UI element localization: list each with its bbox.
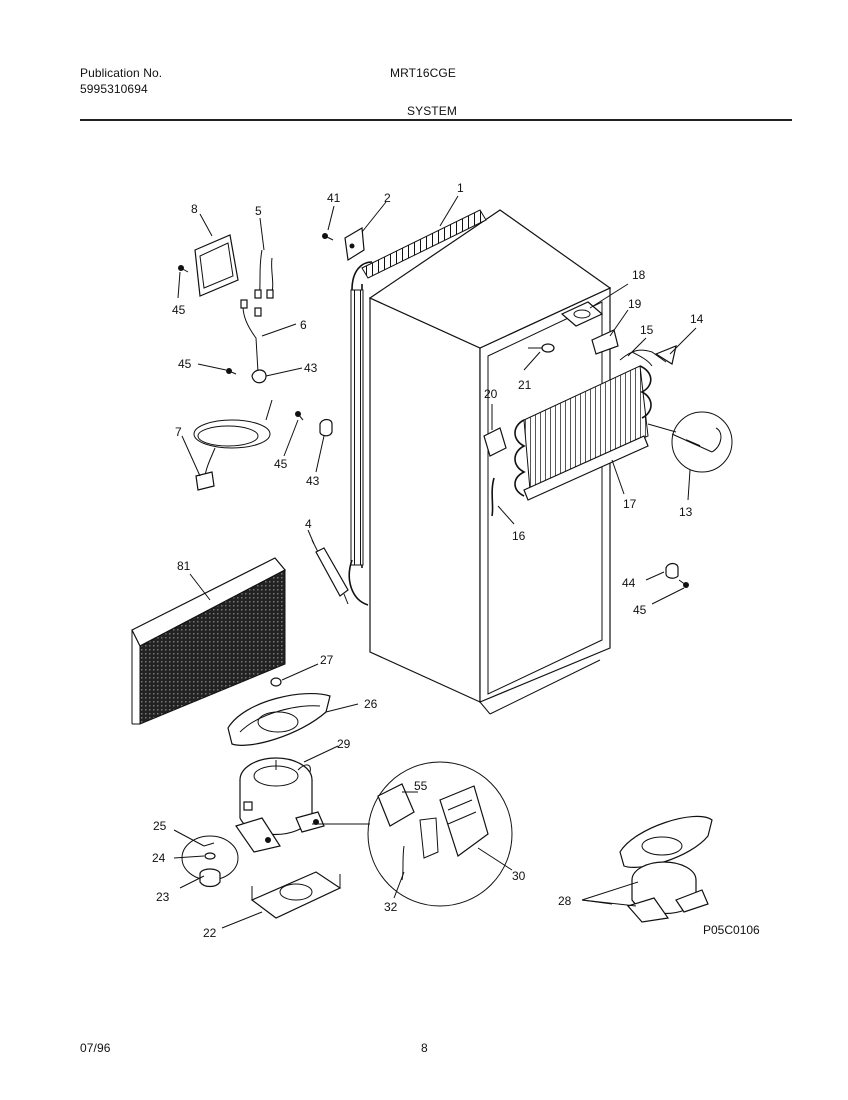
callout-7: 7 <box>175 425 182 439</box>
header-rule <box>80 119 792 121</box>
callout-27: 27 <box>320 653 334 667</box>
callout-21: 21 <box>518 378 532 392</box>
screw-45c <box>295 411 304 421</box>
diagram-code: P05C0106 <box>703 923 760 937</box>
callout-23: 23 <box>156 890 170 904</box>
callout-1: 1 <box>457 181 464 195</box>
grille-panel <box>131 557 286 725</box>
publication-label: Publication No. <box>80 66 163 80</box>
cabinet <box>368 209 612 715</box>
screw-45 <box>178 265 189 273</box>
callout-43: 43 <box>304 361 318 375</box>
compressor-assembly <box>619 815 713 923</box>
callout-43-b: 43 <box>306 474 320 488</box>
leader-lines <box>173 195 697 929</box>
callout-16: 16 <box>512 529 526 543</box>
cover-part <box>194 234 239 297</box>
clip-43 <box>251 369 267 384</box>
clip-44 <box>665 562 679 579</box>
model-number: MRT16CGE <box>390 66 456 80</box>
callout-18: 18 <box>632 268 646 282</box>
callout-81: 81 <box>177 559 191 573</box>
callout-32: 32 <box>384 900 398 914</box>
callout-45-c: 45 <box>274 457 288 471</box>
callout-44: 44 <box>622 576 636 590</box>
relay-inset <box>367 761 513 907</box>
callout-4: 4 <box>305 517 312 531</box>
callout-labels: 1 2 4 5 6 7 8 13 14 15 16 17 18 19 20 21… <box>152 181 760 940</box>
callout-24: 24 <box>152 851 166 865</box>
light-assembly <box>560 301 604 327</box>
grommet-stack <box>181 835 239 888</box>
mounting-base <box>250 871 342 919</box>
callout-13: 13 <box>679 505 693 519</box>
control-block <box>483 427 507 457</box>
footer-date: 07/96 <box>80 1041 111 1055</box>
callout-45-d: 45 <box>633 603 647 617</box>
callout-2: 2 <box>384 191 391 205</box>
callout-25: 25 <box>153 819 167 833</box>
drain-pan <box>227 692 331 746</box>
callout-8: 8 <box>191 202 198 216</box>
tube-assembly <box>619 349 667 363</box>
publication-number: 5995310694 <box>80 82 148 96</box>
callout-55: 55 <box>414 779 428 793</box>
evaporator-coil <box>514 351 653 501</box>
screw-45d <box>678 579 689 588</box>
filter-drier <box>311 539 349 605</box>
callout-45-b: 45 <box>178 357 192 371</box>
heater-tube <box>491 477 495 517</box>
sensor-bulb <box>528 343 555 353</box>
callout-22: 22 <box>203 926 217 940</box>
bracket-part <box>344 227 365 262</box>
thermostat <box>591 329 619 355</box>
callout-19: 19 <box>628 297 642 311</box>
callout-20: 20 <box>484 387 498 401</box>
callout-29: 29 <box>337 737 351 751</box>
condenser-coil <box>348 209 487 606</box>
screw-45b <box>226 368 237 375</box>
callout-6: 6 <box>300 318 307 332</box>
footer-page: 8 <box>421 1041 428 1055</box>
screw-41 <box>322 233 334 241</box>
callout-45: 45 <box>172 303 186 317</box>
callout-5: 5 <box>255 204 262 218</box>
cap-tube-inset <box>647 411 733 473</box>
clip-43b <box>319 418 333 437</box>
callout-15: 15 <box>640 323 654 337</box>
callout-30: 30 <box>512 869 526 883</box>
callout-17: 17 <box>623 497 637 511</box>
grommet <box>270 677 282 687</box>
callout-28: 28 <box>558 894 572 908</box>
power-cord <box>193 399 273 491</box>
compressor <box>235 757 370 853</box>
callout-14: 14 <box>690 312 704 326</box>
callout-26: 26 <box>364 697 378 711</box>
callout-41: 41 <box>327 191 341 205</box>
section-title: SYSTEM <box>407 104 457 118</box>
